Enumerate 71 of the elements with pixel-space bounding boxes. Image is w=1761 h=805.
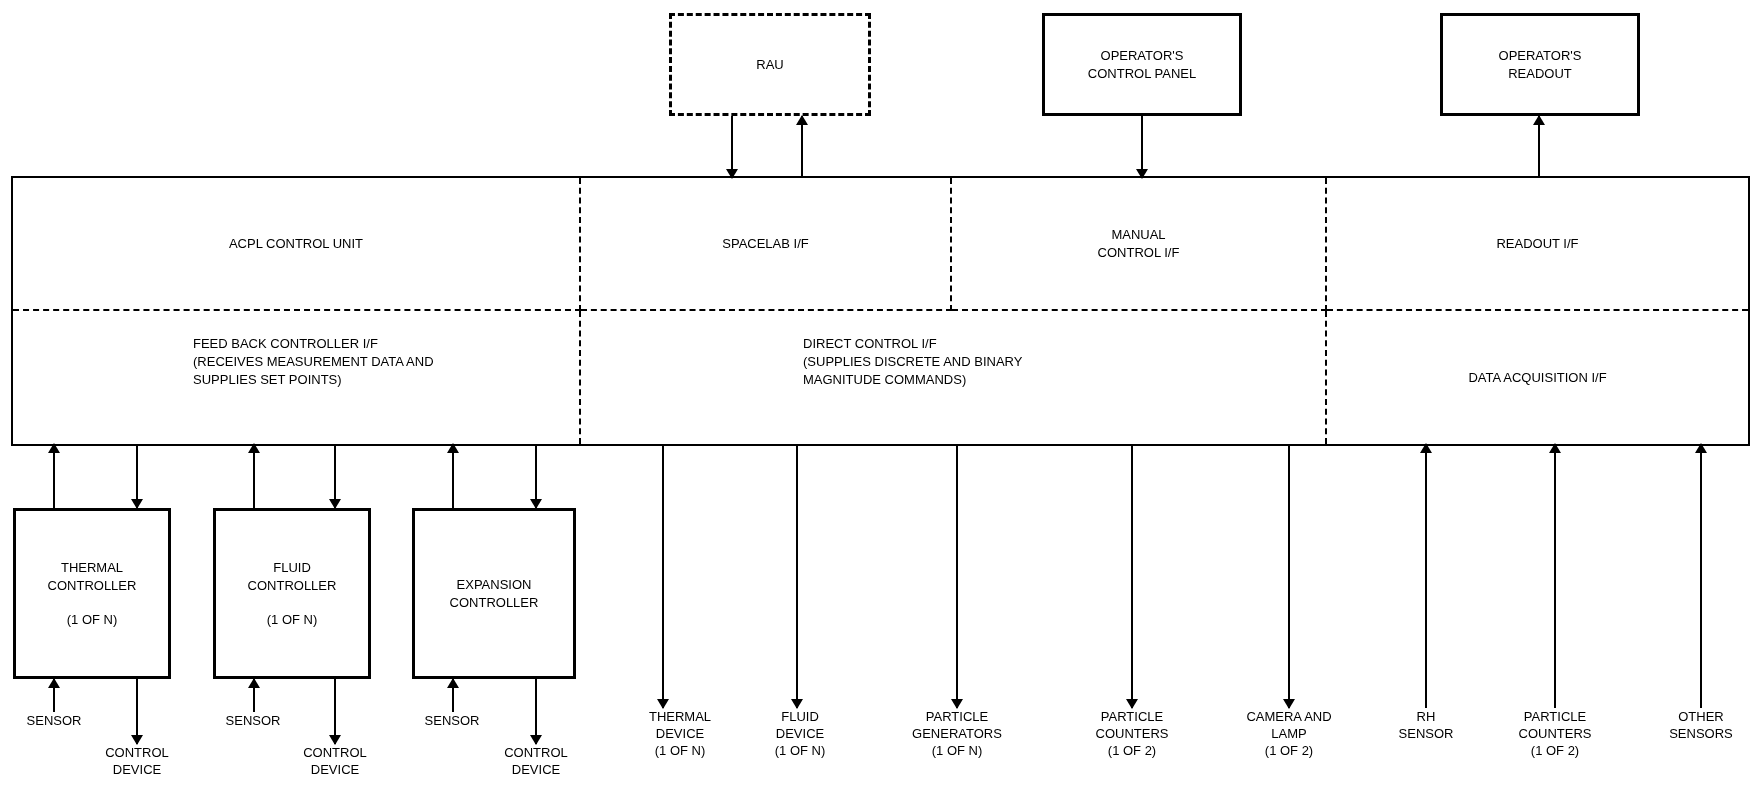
arrow: [1533, 115, 1545, 179]
arrow: [447, 678, 459, 713]
arrow: [248, 678, 260, 713]
panel-box: [1042, 13, 1242, 116]
arrow: [1136, 115, 1148, 179]
arrow: [1420, 443, 1432, 709]
unit-box: [669, 13, 871, 116]
arrow: [796, 115, 808, 179]
device-label: (1 OF N): [773, 742, 827, 759]
block-note: (SUPPLIES DISCRETE AND BINARY MAGNITUDE COMMANDS): [803, 353, 1024, 389]
block-label: RAU: [756, 55, 784, 74]
interface-section: [952, 178, 1327, 311]
device-label: CONTROL DEVICE: [295, 744, 375, 778]
block-label: FEED BACK CONTROLLER I/F: [193, 335, 379, 353]
device-label: RH SENSOR: [1391, 708, 1461, 742]
arrow: [530, 443, 542, 509]
arrow: [248, 443, 260, 509]
device-label: CAMERA AND LAMP: [1244, 708, 1334, 742]
block-label: MANUAL CONTROL I/F: [1096, 225, 1181, 262]
device-label: SENSOR: [424, 712, 480, 729]
block-label: OPERATOR'S READOUT: [1497, 46, 1583, 83]
block-label: READOUT I/F: [1495, 234, 1580, 253]
block-note: (1 OF N): [65, 610, 119, 629]
arrow: [131, 678, 143, 745]
arrow: [791, 443, 803, 709]
device-label: PARTICLE COUNTERS: [1082, 708, 1182, 742]
device-label: OTHER SENSORS: [1661, 708, 1741, 742]
arrow: [1549, 443, 1561, 709]
block-label: ACPL CONTROL UNIT: [228, 234, 364, 253]
device-label: (1 OF 2): [1529, 742, 1581, 759]
device-label: PARTICLE COUNTERS: [1505, 708, 1605, 742]
block-label: DATA ACQUISITION I/F: [1467, 368, 1608, 387]
arrow: [48, 443, 60, 509]
block-label: EXPANSION CONTROLLER: [448, 575, 540, 612]
block-label: FLUID CONTROLLER: [246, 558, 338, 595]
device-label: SENSOR: [225, 712, 281, 729]
arrow: [329, 443, 341, 509]
arrow: [447, 443, 459, 509]
block-note: (RECEIVES MEASUREMENT DATA AND SUPPLIES SET POINTS): [193, 353, 435, 389]
block-label: THERMAL CONTROLLER: [46, 558, 138, 595]
device-label: CONTROL DEVICE: [97, 744, 177, 778]
arrow: [530, 678, 542, 745]
block-label: OPERATOR'S CONTROL PANEL: [1087, 46, 1197, 83]
arrow: [1283, 443, 1295, 709]
device-label: CONTROL DEVICE: [496, 744, 576, 778]
arrow: [657, 443, 669, 709]
arrow: [329, 678, 341, 745]
block-note: (1 OF N): [265, 610, 319, 629]
controller-box: [13, 508, 171, 679]
device-label: PARTICLE GENERATORS: [902, 708, 1012, 742]
controller-box: [412, 508, 576, 679]
panel-box: [1440, 13, 1640, 116]
arrow: [951, 443, 963, 709]
block-label: SPACELAB I/F: [721, 234, 810, 253]
device-label: (1 OF 2): [1106, 742, 1158, 759]
arrow: [131, 443, 143, 509]
interface-section: [13, 178, 581, 311]
arrow: [726, 115, 738, 179]
arrow: [1126, 443, 1138, 709]
device-label: FLUID DEVICE: [765, 708, 835, 742]
block-label: DIRECT CONTROL I/F: [803, 335, 938, 353]
arrow: [48, 678, 60, 713]
device-label: THERMAL DEVICE: [640, 708, 720, 742]
interface-section: [581, 178, 952, 311]
control-unit-box: [11, 176, 1750, 446]
arrow: [1695, 443, 1707, 709]
controller-box: [213, 508, 371, 679]
device-label: (1 OF N): [930, 742, 984, 759]
device-label: (1 OF N): [653, 742, 707, 759]
device-label: SENSOR: [26, 712, 82, 729]
device-label: (1 OF 2): [1263, 742, 1315, 759]
